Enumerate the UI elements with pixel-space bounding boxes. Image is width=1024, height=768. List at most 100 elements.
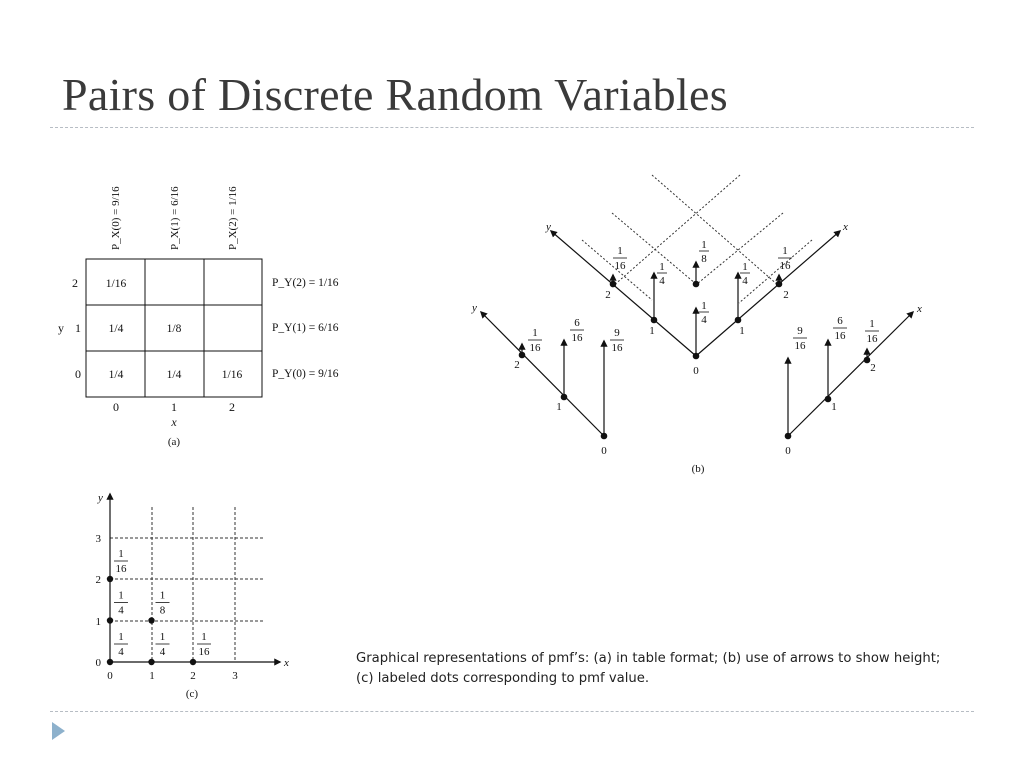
panel-b-left-axis — [479, 310, 605, 437]
panel-b-tick-label: 1 — [831, 401, 837, 413]
panel-b-tick-label: 2 — [514, 359, 520, 371]
panel-b-x-axis — [695, 230, 842, 357]
panel-a-row-marginal-1: P_Y(1) = 6/16 — [272, 322, 339, 334]
panel-b-frac-den: 16 — [835, 330, 847, 342]
panel-b-frac-num: 6 — [574, 317, 580, 329]
panel-b-tick-label: 2 — [783, 289, 789, 301]
panel-b-frac-num: 9 — [614, 327, 620, 339]
panel-c-y-axis-label: y — [97, 492, 103, 504]
panel-c-dot — [148, 617, 155, 624]
panel-c-frac-den: 16 — [116, 563, 128, 575]
panel-c-frac-num: 1 — [160, 590, 166, 602]
panel-c-dot — [106, 617, 114, 624]
panel-b-frac-num: 1 — [869, 318, 875, 330]
panel-c-dot — [189, 658, 197, 666]
panel-b-frac-num: 9 — [797, 325, 803, 337]
panel-c-caption: (c) — [186, 688, 199, 700]
panel-c-frac-num: 1 — [118, 590, 124, 602]
panel-c-frac-den: 8 — [160, 605, 166, 617]
panel-c-y-tick: 3 — [96, 533, 102, 545]
panel-b-frac-den: 16 — [780, 260, 792, 272]
panel-b-left-axis-label: y — [471, 302, 477, 314]
panel-b-frac-den: 16 — [530, 342, 542, 354]
panel-b-y-axis-label: y — [545, 221, 551, 233]
panel-c-x-tick: 3 — [232, 670, 238, 682]
panel-b-frac-num: 1 — [617, 245, 623, 257]
panel-b-frac-num: 6 — [837, 315, 843, 327]
next-slide-arrow-icon[interactable] — [52, 722, 65, 740]
panel-a-col-header-2: P_X(2) = 1/16 — [227, 186, 239, 250]
panel-a-col-header-1: P_X(1) = 6/16 — [169, 186, 181, 250]
panel-c-x-tick: 1 — [149, 670, 155, 682]
panel-a-x-tick: 1 — [171, 400, 177, 414]
panel-b-right-axis — [787, 310, 915, 437]
slide-title: Pairs of Discrete Random Variables — [62, 69, 728, 120]
panel-b-tick-label: 1 — [739, 325, 745, 337]
panel-c-dot — [148, 658, 155, 666]
panel-b-x-axis-label: x — [842, 221, 848, 233]
figure-caption: Graphical representations of pmf’s: (a) … — [356, 649, 956, 689]
panel-c-dot — [106, 658, 114, 666]
panel-b-frac-den: 4 — [659, 275, 665, 287]
panel-a-row-marginal-2: P_Y(2) = 1/16 — [272, 277, 339, 289]
panel-b-tick-label: 0 — [785, 445, 791, 457]
panel-a-table: P_X(0) = 9/16 P_X(1) = 6/16 P_X(2) = 1/1… — [58, 186, 339, 448]
panel-a-cell: 1/4 — [109, 323, 124, 335]
panel-b-frac-num: 1 — [701, 300, 707, 312]
panel-b-arrows: y x 1 16 1 4 1 8 1 4 1 — [471, 174, 922, 475]
panel-a-y-axis-label: y — [58, 321, 64, 335]
panel-a-cell: 1/4 — [109, 369, 124, 381]
panel-b-tick-label: 1 — [649, 325, 655, 337]
panel-a-cell: 1/4 — [167, 369, 182, 381]
panel-b-frac-num: 1 — [532, 327, 538, 339]
panel-b-frac-num: 1 — [782, 245, 788, 257]
panel-b-caption: (b) — [692, 463, 705, 475]
panel-c-x-tick: 0 — [107, 670, 113, 682]
panel-c-y-tick: 0 — [96, 657, 102, 669]
panel-b-tick-label: 0 — [601, 445, 607, 457]
panel-b-frac-num: 1 — [742, 261, 748, 273]
panel-a-x-tick: 0 — [113, 400, 119, 414]
panel-a-grid — [85, 258, 263, 398]
panel-a-cell: 1/16 — [222, 369, 243, 381]
panel-c-grid — [110, 507, 265, 662]
panel-b-frac-den: 8 — [701, 253, 707, 265]
panel-c-y-tick: 2 — [96, 574, 102, 586]
panel-b-frac-den: 4 — [742, 275, 748, 287]
panel-b-frac-den: 4 — [701, 314, 707, 326]
panel-a-row-label-0: 0 — [75, 367, 81, 381]
panel-c-frac-den: 4 — [118, 646, 124, 658]
panel-c-frac-num: 1 — [118, 548, 124, 560]
panel-a-row-label-2: 2 — [72, 276, 78, 290]
panel-b-frac-den: 16 — [795, 340, 807, 352]
caption-line-1: Graphical representations of pmf’s: (a) … — [356, 651, 941, 666]
panel-a-col-header-0: P_X(0) = 9/16 — [110, 186, 122, 250]
panel-c-frac-den: 16 — [199, 646, 211, 658]
panel-c-y-tick: 1 — [96, 616, 102, 628]
panel-b-frac-den: 16 — [615, 260, 627, 272]
panel-b-y-axis — [549, 230, 697, 357]
panel-b-frac-den: 16 — [612, 342, 624, 354]
panel-a-cell: 1/8 — [167, 323, 182, 335]
panel-b-tick-label: 1 — [556, 401, 562, 413]
caption-line-2: (c) labeled dots corresponding to pmf va… — [356, 671, 650, 686]
panel-c-x-axis-label: x — [283, 657, 289, 669]
panel-b-tick-label: 2 — [605, 289, 611, 301]
panel-b-dotted-lattice — [581, 174, 813, 304]
panel-c-frac-num: 1 — [118, 631, 124, 643]
panel-a-x-tick: 2 — [229, 400, 235, 414]
panel-b-frac-den: 16 — [572, 332, 584, 344]
panel-c-frac-num: 1 — [160, 631, 166, 643]
panel-c-frac-num: 1 — [201, 631, 207, 643]
panel-a-cell: 1/16 — [106, 278, 127, 290]
panel-a-caption: (a) — [168, 436, 181, 448]
title-divider — [50, 127, 974, 128]
panel-a-row-label-1: 1 — [75, 321, 81, 335]
panel-a-x-axis-label: x — [170, 415, 177, 429]
panel-b-right-axis-label: x — [916, 303, 922, 315]
panel-b-tick-label: 2 — [870, 362, 876, 374]
panel-b-frac-num: 1 — [701, 239, 707, 251]
